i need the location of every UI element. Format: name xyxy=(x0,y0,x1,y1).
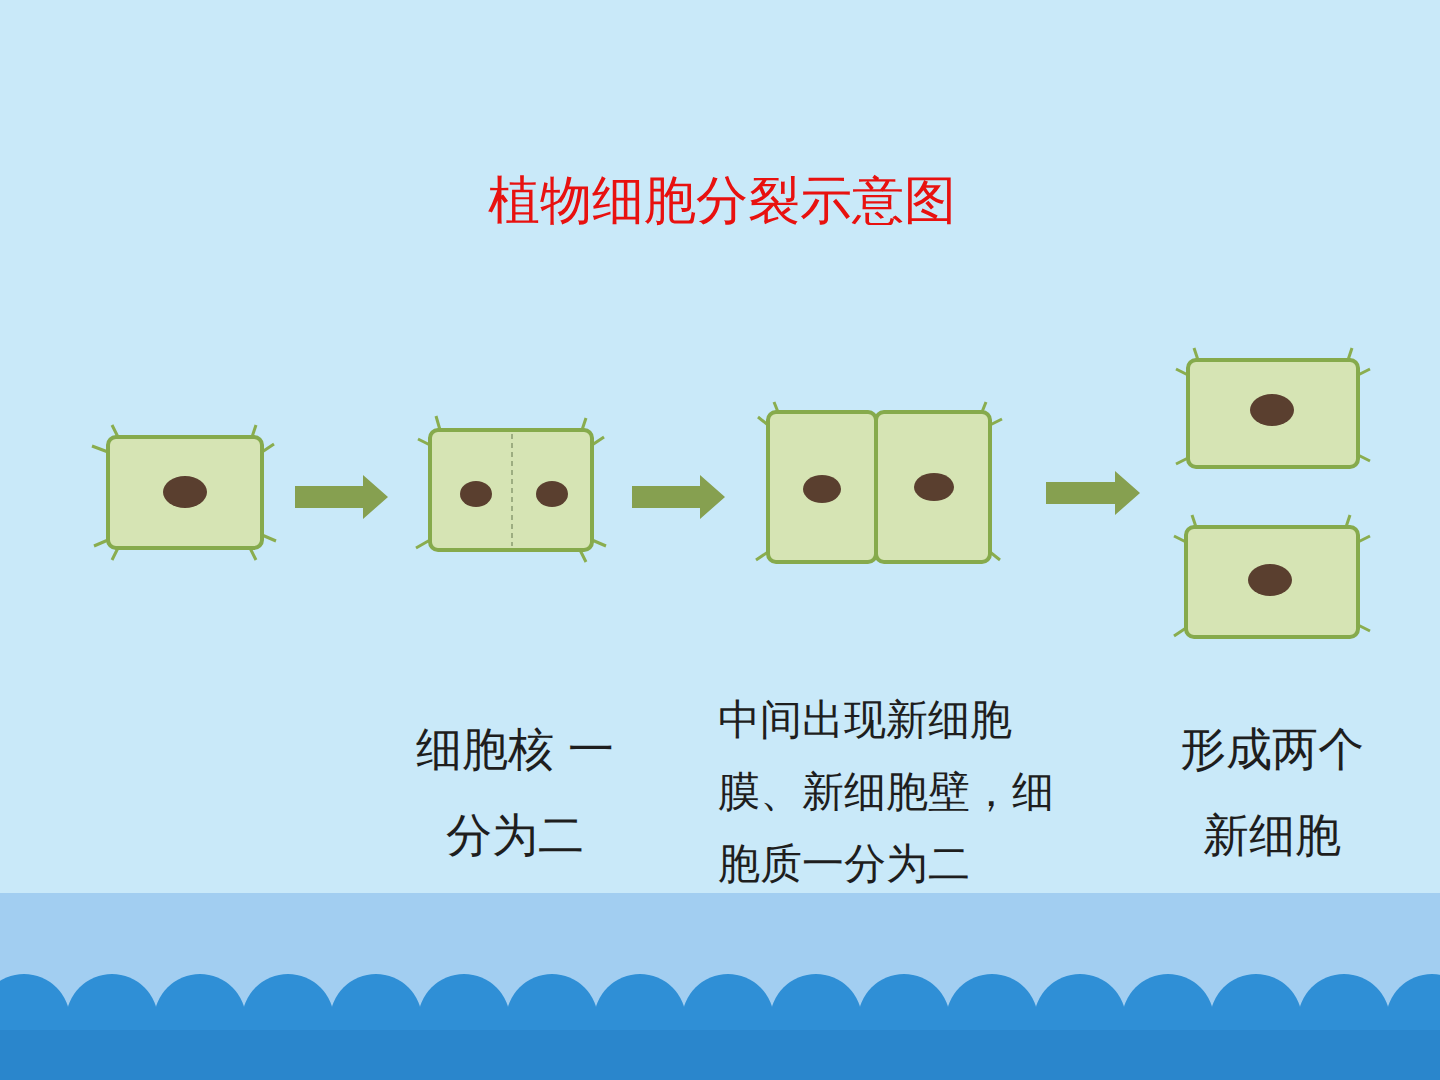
step-caption: 细胞核 一分为二 xyxy=(415,706,615,878)
lower-band xyxy=(0,893,1440,1080)
step-caption: 形成两个 新细胞 xyxy=(1167,706,1377,878)
nuclei xyxy=(163,394,1294,596)
step-caption: 中间出现新细胞膜、新细胞壁，细胞质一分为二 xyxy=(718,684,1063,900)
wall-stubs xyxy=(92,348,1370,636)
division-line xyxy=(511,434,513,546)
scallop-row xyxy=(0,1020,1440,1080)
scallop-row xyxy=(0,960,1440,1080)
bottom-band xyxy=(0,1030,1440,1080)
cell-walls xyxy=(108,360,1358,637)
diagram-title: 植物细胞分裂示意图 xyxy=(488,168,956,232)
arrows xyxy=(295,471,1140,519)
